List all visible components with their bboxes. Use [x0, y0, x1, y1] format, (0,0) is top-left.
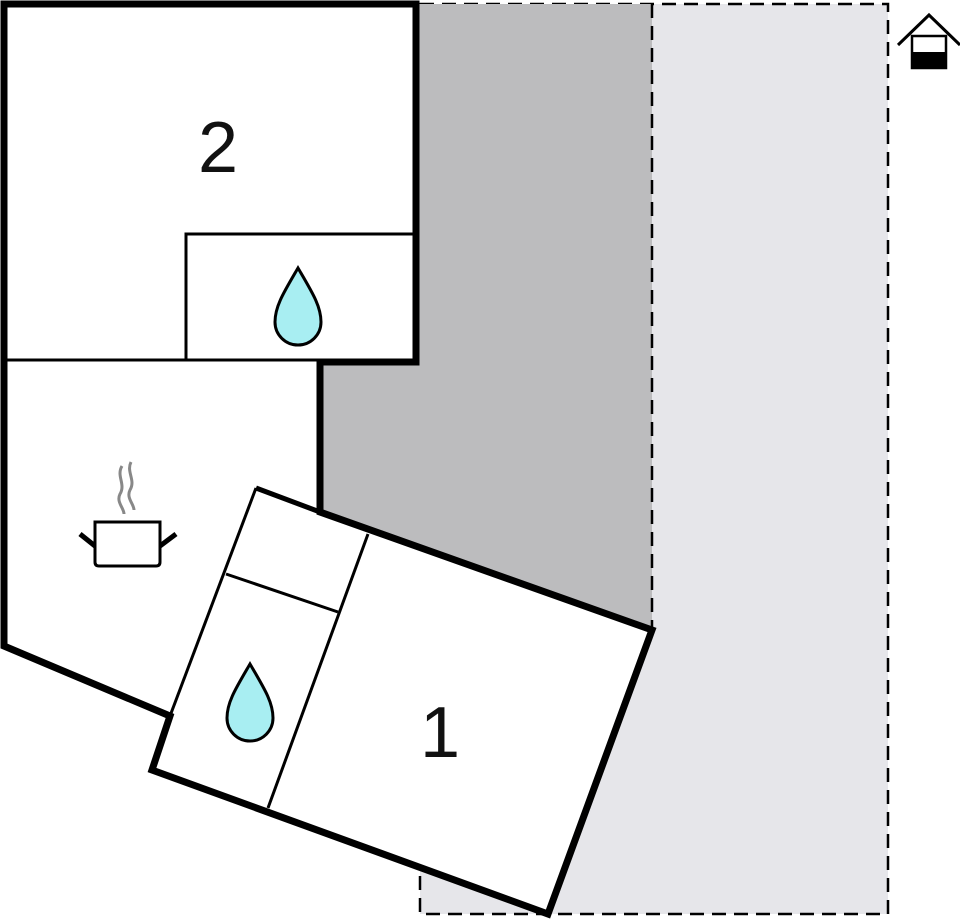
terrace-area [320, 4, 652, 630]
building-outline [0, 0, 657, 919]
water-drop-icon [273, 265, 323, 347]
water-drop-icon [225, 661, 275, 743]
interior-walls [4, 232, 416, 809]
house-icon [896, 12, 960, 70]
room-label-2: 2 [198, 108, 238, 188]
room-label-1: 1 [420, 693, 460, 773]
wall-bath1-top [255, 485, 321, 515]
cooking-pot-icon [78, 461, 178, 568]
